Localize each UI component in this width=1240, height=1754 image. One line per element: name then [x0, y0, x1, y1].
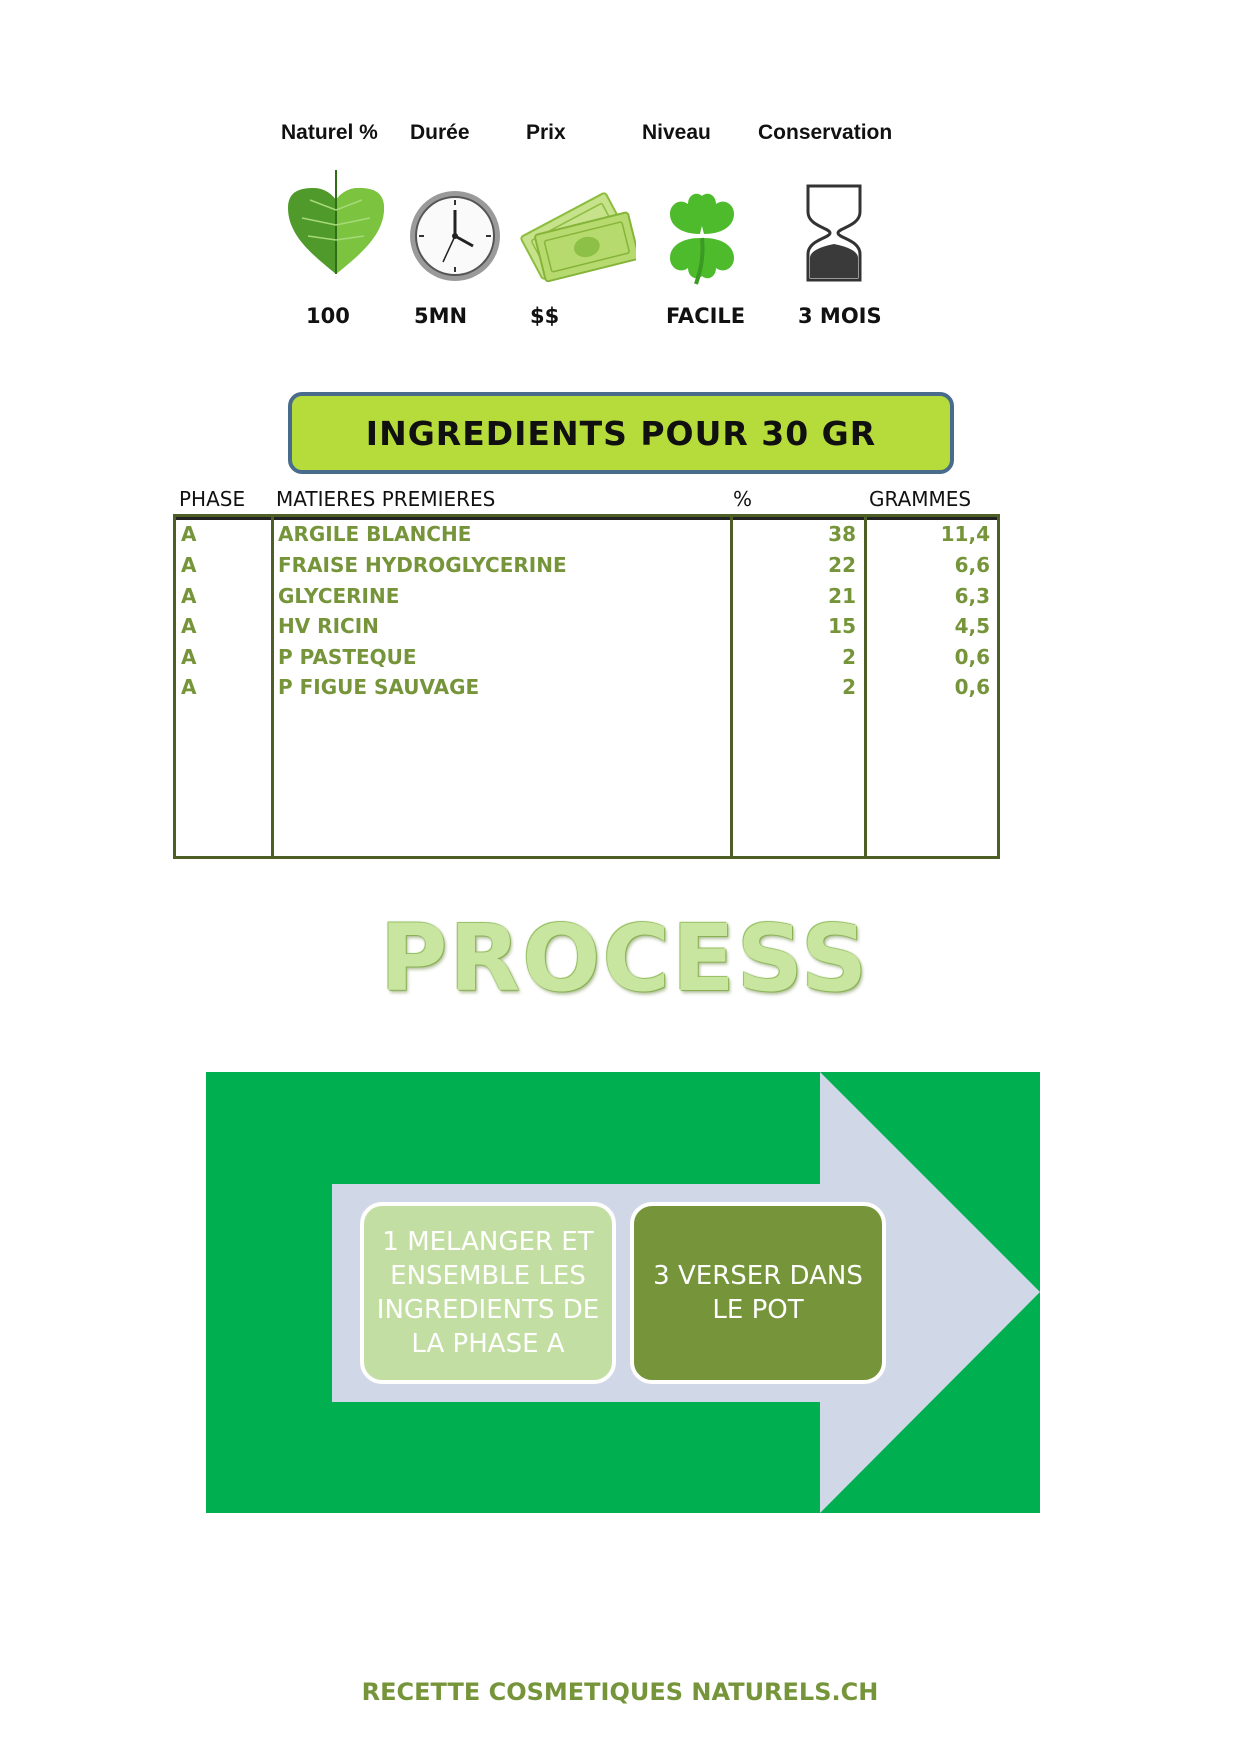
label-conservation: Conservation [758, 121, 893, 144]
table-top-border [176, 517, 997, 520]
step-1-box: 1 MELANGER ET ENSEMBLE LES INGREDIENTS D… [360, 1202, 616, 1384]
column-header-grammes: GRAMMES [869, 487, 972, 511]
cell-phase: A [181, 614, 197, 638]
cell-grams: 4,5 [954, 614, 990, 638]
process-title: PROCESS [380, 905, 870, 1012]
cell-grams: 6,3 [954, 584, 990, 608]
value-niveau: FACILE [666, 304, 746, 328]
column-header-percent: % [733, 487, 753, 511]
label-niveau: Niveau [642, 121, 711, 144]
cell-grams: 0,6 [954, 675, 990, 699]
ingredients-table: A ARGILE BLANCHE 38 11,4 A FRAISE HYDROG… [173, 514, 1000, 859]
cell-percent: 22 [828, 553, 856, 577]
cell-percent: 38 [828, 522, 856, 546]
cell-ingredient: GLYCERINE [278, 584, 400, 608]
table-column-divider [864, 517, 867, 856]
cell-percent: 21 [828, 584, 856, 608]
cell-phase: A [181, 584, 197, 608]
cell-ingredient: P FIGUE SAUVAGE [278, 675, 480, 699]
footer-site-name: RECETTE COSMETIQUES NATURELS.CH [361, 1678, 879, 1706]
table-column-divider [271, 517, 274, 856]
cell-grams: 0,6 [954, 645, 990, 669]
cell-ingredient: P PASTEQUE [278, 645, 417, 669]
step-2-box: 3 VERSER DANS LE POT [630, 1202, 886, 1384]
column-header-matieres: MATIERES PREMIERES [276, 487, 496, 511]
table-column-divider [730, 517, 733, 856]
cell-grams: 6,6 [954, 553, 990, 577]
cell-phase: A [181, 553, 197, 577]
cell-phase: A [181, 675, 197, 699]
cell-percent: 15 [828, 614, 856, 638]
value-prix: $$ [530, 304, 560, 328]
cell-phase: A [181, 522, 197, 546]
cell-grams: 11,4 [940, 522, 990, 546]
label-prix: Prix [526, 121, 566, 144]
cell-ingredient: HV RICIN [278, 614, 379, 638]
cell-percent: 2 [842, 645, 856, 669]
money-icon [520, 192, 636, 283]
column-header-phase: PHASE [179, 487, 246, 511]
hourglass-icon [806, 184, 862, 282]
value-conservation: 3 MOIS [798, 304, 882, 328]
ingredients-banner: INGREDIENTS POUR 30 GR [288, 392, 954, 474]
label-naturel: Naturel % [281, 121, 378, 144]
cell-ingredient: FRAISE HYDROGLYCERINE [278, 553, 567, 577]
value-duree: 5MN [414, 304, 468, 328]
cell-percent: 2 [842, 675, 856, 699]
cell-ingredient: ARGILE BLANCHE [278, 522, 472, 546]
process-arrow [332, 1072, 1040, 1513]
cell-phase: A [181, 645, 197, 669]
leaf-heart-icon [288, 170, 384, 274]
clover-icon [670, 193, 734, 285]
value-naturel: 100 [306, 304, 350, 328]
clock-icon [410, 191, 500, 281]
label-duree: Durée [410, 121, 470, 144]
